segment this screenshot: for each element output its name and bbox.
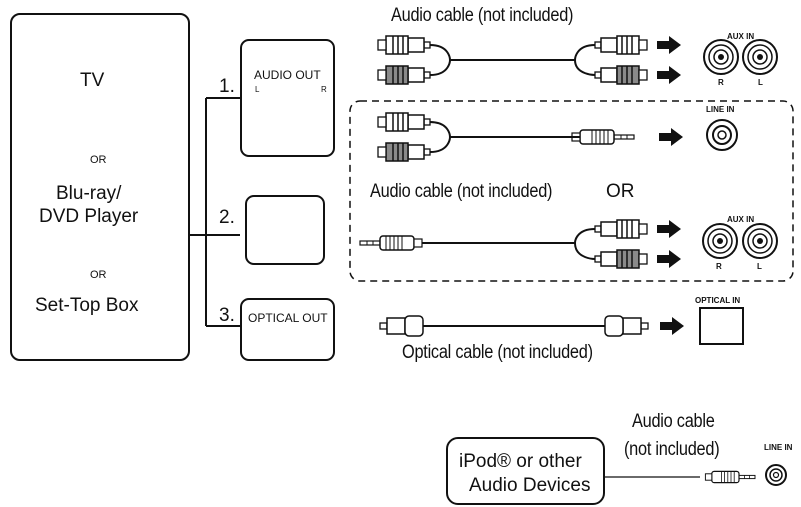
ipod-audio-cable-caption: (not included) — [624, 439, 720, 460]
aux-r-label: R — [716, 262, 722, 271]
option-1-number: 1. — [219, 76, 235, 97]
line-in-label: LINE IN — [764, 443, 793, 452]
ipod-label: iPod® or other — [459, 451, 582, 472]
option-3-number: 3. — [219, 305, 235, 326]
dvd-label: DVD Player — [39, 206, 139, 227]
audio-devices-label: Audio Devices — [469, 475, 591, 496]
aux-l-label: L — [758, 78, 763, 87]
bluray-label: Blu-ray/ — [56, 183, 122, 204]
option-2-number: 2. — [219, 207, 235, 228]
tv-label: TV — [80, 70, 105, 91]
aux-in-label: AUX IN — [727, 215, 755, 224]
or-label: OR — [606, 181, 635, 202]
audio-out-r-mark: R — [321, 85, 327, 94]
or-label: OR — [90, 269, 107, 281]
source-devices-box — [10, 13, 190, 361]
aux-l-label: L — [757, 262, 762, 271]
audio-out-label: AUDIO OUT — [254, 68, 321, 82]
optical-out-panel — [240, 298, 335, 361]
audio-cable-caption: Audio cable (not included) — [391, 5, 574, 26]
line-in-label: LINE IN — [706, 105, 735, 114]
ipod-device-box — [446, 437, 605, 505]
audio-cable-caption: Audio cable (not included) — [370, 181, 553, 202]
or-label: OR — [90, 154, 107, 166]
settop-label: Set-Top Box — [35, 295, 139, 316]
headphone-out-panel — [245, 195, 325, 265]
audio-out-l-mark: L — [255, 85, 260, 94]
aux-r-label: R — [718, 78, 724, 87]
optical-cable-caption: Optical cable (not included) — [402, 342, 593, 363]
ipod-audio-cable-caption: Audio cable — [632, 411, 715, 432]
aux-in-label: AUX IN — [727, 32, 755, 41]
optical-in-label: OPTICAL IN — [695, 296, 741, 305]
audio-out-panel — [240, 39, 335, 157]
optical-out-label: OPTICAL OUT — [248, 311, 328, 325]
